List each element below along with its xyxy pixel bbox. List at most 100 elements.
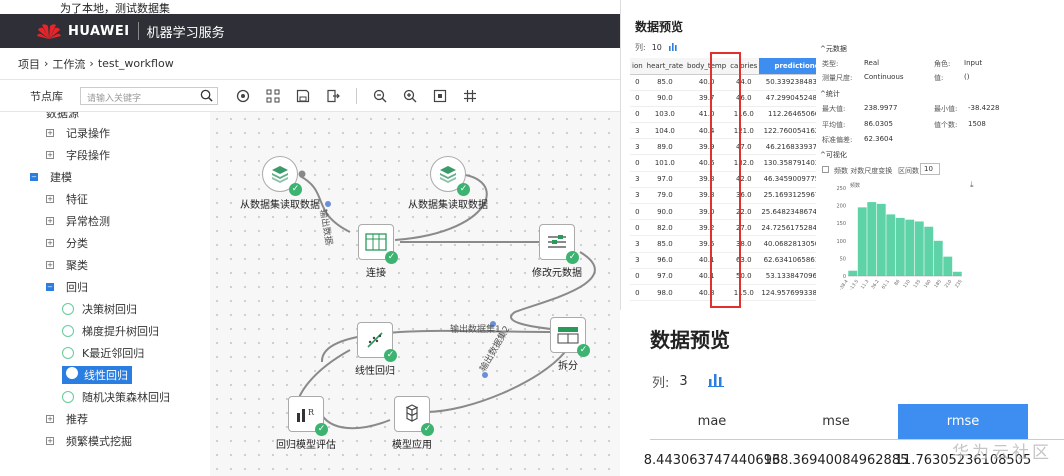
tree-item[interactable]: 随机决策森林回归 bbox=[62, 388, 170, 406]
selected-tree-item[interactable]: 线性回归 bbox=[62, 366, 132, 384]
node-label: 回归模型评估 bbox=[276, 440, 336, 451]
tree-item[interactable]: +推荐 bbox=[46, 410, 88, 428]
expand-icon[interactable]: + bbox=[46, 238, 54, 247]
viz-section-header[interactable]: ^可视化 bbox=[820, 151, 847, 159]
node-read-dataset-1[interactable]: ✓ 从数据集读取数据 bbox=[240, 156, 320, 211]
y-tick-label: 250 bbox=[836, 186, 846, 192]
x-tick-label: 61.1 bbox=[880, 279, 891, 291]
bins-label: 区间数 bbox=[898, 167, 919, 175]
node-model-apply[interactable]: ✓ 模型应用 bbox=[392, 396, 434, 451]
collapse-icon[interactable]: − bbox=[46, 282, 54, 291]
table-cell: 0 bbox=[630, 74, 645, 91]
search-icon[interactable] bbox=[200, 89, 213, 102]
breadcrumb-project[interactable]: 项目 bbox=[18, 57, 40, 71]
tree-item-label: 记录操作 bbox=[66, 127, 110, 140]
breadcrumb-sep: › bbox=[44, 57, 49, 70]
huawei-flower-icon bbox=[37, 24, 61, 39]
node-read-dataset-2[interactable]: ✓ 从数据集读取数据 bbox=[408, 156, 488, 211]
table-cell: 40.1 bbox=[685, 252, 729, 269]
measure-label: 测量尺度: bbox=[822, 74, 853, 82]
workflow-canvas[interactable]: 输出数据 输出数据集1 输出数据集2 ✓ 从数据集读取数据 ✓ 从数据集读取数据… bbox=[210, 112, 620, 476]
table-cell: 0 bbox=[630, 154, 645, 172]
table-cell: 39.5 bbox=[685, 235, 729, 253]
table-cell: 0 bbox=[630, 284, 645, 302]
column-chart-icon[interactable] bbox=[668, 42, 678, 53]
table-cell: 97.0 bbox=[644, 171, 686, 188]
metadata-section-header[interactable]: ^元数据 bbox=[820, 45, 847, 53]
tree-item[interactable]: + 记录操作 bbox=[46, 124, 110, 142]
tree-item[interactable]: −回归 bbox=[46, 278, 88, 296]
top-nav-bar: HUAWEI 机器学习服务 bbox=[0, 14, 620, 48]
download-icon[interactable]: ⤓ bbox=[970, 180, 974, 189]
run-icon[interactable] bbox=[236, 89, 250, 103]
node-search-input[interactable]: 请输入关键字 bbox=[80, 86, 218, 105]
tree-item[interactable]: 线性回归 bbox=[62, 366, 132, 384]
database-layers-icon: ✓ bbox=[262, 156, 302, 196]
zoom-in-icon[interactable] bbox=[403, 89, 417, 103]
tree-item[interactable]: +聚类 bbox=[46, 256, 88, 274]
tree-item[interactable]: −建模 bbox=[30, 168, 72, 186]
metrics-column-chart-icon[interactable] bbox=[707, 373, 724, 391]
histogram-bar bbox=[848, 270, 858, 276]
database-layers-icon: ✓ bbox=[430, 156, 470, 196]
tree-item[interactable]: +异常检测 bbox=[46, 212, 110, 230]
table-cell: 39.9 bbox=[685, 138, 729, 156]
node-split[interactable]: ✓ 拆分 bbox=[550, 317, 590, 372]
column-header[interactable]: calories bbox=[728, 58, 760, 75]
node-label: 拆分 bbox=[558, 361, 578, 372]
table-cell: 103.0 bbox=[644, 106, 686, 124]
tree-item[interactable]: +分类 bbox=[46, 234, 88, 252]
table-cell: 0 bbox=[630, 219, 645, 237]
tree-item[interactable]: +频繁模式挖掘 bbox=[46, 432, 132, 450]
tree-item[interactable]: 数据源 bbox=[46, 112, 79, 122]
tree-item[interactable]: 梯度提升树回归 bbox=[62, 322, 159, 340]
metrics-preview-panel: 数据预览 列: 3 mae mse rmse 8.443063747440696… bbox=[620, 310, 1064, 476]
log-scale-checkbox[interactable] bbox=[822, 166, 829, 173]
huawei-logo[interactable]: HUAWEI bbox=[36, 22, 130, 40]
node-join[interactable]: ✓ 连接 bbox=[358, 224, 398, 279]
table-cell: 46.0 bbox=[728, 90, 760, 107]
column-header[interactable]: heart_rate bbox=[644, 58, 686, 75]
expand-icon[interactable]: + bbox=[46, 260, 54, 269]
node-regression-eval[interactable]: R ✓ 回归模型评估 bbox=[276, 396, 336, 451]
fit-screen-icon[interactable] bbox=[433, 89, 447, 103]
bins-input[interactable]: 10 bbox=[920, 163, 940, 175]
stats-section-header[interactable]: ^统计 bbox=[820, 90, 840, 98]
breadcrumb-sep: › bbox=[89, 57, 94, 70]
column-header[interactable]: ion bbox=[630, 58, 645, 75]
breadcrumb-workflow[interactable]: 工作流 bbox=[52, 57, 86, 71]
service-title[interactable]: 机器学习服务 bbox=[146, 25, 225, 41]
header-rmse[interactable]: rmse bbox=[898, 404, 1028, 439]
expand-icon[interactable]: + bbox=[46, 128, 54, 137]
table-cell: 89.0 bbox=[644, 138, 686, 156]
node-linear-regression[interactable]: ✓ 线性回归 bbox=[355, 322, 397, 377]
node-label: 模型应用 bbox=[392, 440, 432, 451]
expand-icon[interactable]: + bbox=[46, 216, 54, 225]
layout-icon[interactable] bbox=[266, 89, 280, 103]
expand-icon[interactable]: + bbox=[46, 150, 54, 159]
zoom-out-icon[interactable] bbox=[373, 89, 387, 103]
tree-item[interactable]: K最近邻回归 bbox=[62, 344, 144, 362]
expand-icon[interactable]: + bbox=[46, 194, 54, 203]
regression-node-icon bbox=[66, 367, 78, 379]
tree-item-label: 梯度提升树回归 bbox=[82, 325, 159, 338]
save-icon[interactable] bbox=[296, 89, 310, 103]
expand-icon[interactable]: + bbox=[46, 414, 54, 423]
collapse-icon[interactable]: − bbox=[30, 172, 38, 181]
header-mae[interactable]: mae bbox=[697, 414, 727, 429]
grid-icon[interactable] bbox=[463, 89, 477, 103]
expand-icon[interactable]: + bbox=[46, 436, 54, 445]
export-icon[interactable] bbox=[326, 89, 340, 103]
node-label: 修改元数据 bbox=[532, 268, 582, 279]
tree-item[interactable]: +字段操作 bbox=[46, 146, 110, 164]
tree-item[interactable]: 决策树回归 bbox=[62, 300, 137, 318]
tree-item[interactable]: +特征 bbox=[46, 190, 88, 208]
column-header[interactable]: body_temp bbox=[685, 58, 729, 75]
table-cell: 96.0 bbox=[644, 252, 686, 269]
header-mse[interactable]: mse bbox=[822, 414, 850, 429]
node-modify-metadata[interactable]: ✓ 修改元数据 bbox=[532, 224, 582, 279]
regression-node-icon bbox=[62, 347, 74, 359]
